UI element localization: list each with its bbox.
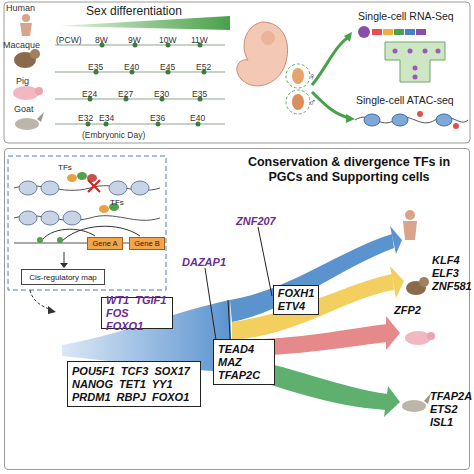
- label: E35: [192, 88, 207, 100]
- label: TFs: [110, 197, 124, 209]
- label: E35: [88, 61, 103, 73]
- node-text: WT1 TGIF1 FOS FOXO1: [106, 294, 168, 333]
- green-arrow: [312, 92, 350, 118]
- label: Macaque: [3, 39, 40, 51]
- label: 8W: [95, 34, 108, 46]
- tf-box: POU5F1 TCF3 SOX17 NANOG TET1 YY1 PRDM1 R…: [67, 361, 201, 407]
- label: E40: [190, 112, 205, 124]
- label: Goat: [14, 103, 34, 115]
- tf-box: TEAD4 MAZ TFAP2C: [213, 339, 275, 385]
- label: KLF4 ELF3 ZNF581: [432, 254, 474, 293]
- node-text: Cis-regulatory map: [29, 273, 97, 282]
- node-text: FOXH1 ETV4: [278, 287, 315, 313]
- label: E52: [196, 61, 211, 73]
- label: Sex differentiation: [86, 5, 182, 17]
- gonad-circle: [286, 64, 310, 88]
- gene-box: Gene A: [87, 237, 123, 250]
- label: Human: [6, 2, 35, 14]
- label: E30: [154, 88, 169, 100]
- arrow-head: [346, 114, 355, 123]
- tf-box: WT1 TGIF1 FOS FOXO1: [101, 297, 173, 329]
- label: 10W: [159, 34, 176, 46]
- timeline-dots: [86, 43, 207, 127]
- label: E36: [150, 112, 165, 124]
- node-text: TEAD4 MAZ TFAP2C: [218, 343, 270, 382]
- dashed-frame: [8, 156, 166, 290]
- label: E40: [124, 61, 139, 73]
- map-box: Cis-regulatory map: [21, 269, 105, 285]
- node-text: Gene A: [92, 239, 117, 248]
- tf-shapes: [67, 172, 97, 182]
- tf-box: FOXH1 ETV4: [273, 285, 319, 315]
- branch-line: [205, 268, 216, 340]
- arrow-head: [344, 32, 352, 42]
- testis: [292, 94, 304, 110]
- nucleosomes: [364, 114, 452, 126]
- label: E45: [160, 61, 175, 73]
- green-arrow: [312, 36, 350, 85]
- timeline: [55, 45, 225, 124]
- gene-box: Gene B: [129, 237, 165, 250]
- label: E32: [78, 112, 93, 124]
- label: Pig: [16, 75, 29, 87]
- label: DAZAP1: [182, 256, 226, 269]
- label: ♀: [308, 70, 316, 82]
- label: Single-cell RNA-Seq: [358, 10, 454, 22]
- branch-line: [258, 227, 272, 296]
- label: Single-cell ATAC-seq: [356, 94, 454, 106]
- ovary: [292, 68, 304, 84]
- label: 9W: [128, 34, 141, 46]
- label: E27: [118, 88, 133, 100]
- arrow-head: [60, 263, 68, 268]
- arrow-head: [386, 316, 400, 350]
- species-icons: [13, 14, 44, 130]
- tn5: [417, 111, 459, 129]
- gradient-wedge: [58, 16, 230, 30]
- arrow-head: [384, 386, 400, 417]
- node-text: Gene B: [134, 239, 159, 248]
- label: (PCW): [56, 34, 82, 46]
- nucleosomes: [19, 211, 81, 225]
- label: E34: [99, 112, 114, 124]
- node-text: Conservation & divergence TFs in PGCs an…: [233, 155, 465, 185]
- label: 11W: [191, 34, 208, 46]
- arrow-head: [390, 226, 402, 254]
- label: ZNF207: [236, 215, 276, 228]
- human-ribbon: [230, 234, 394, 322]
- label: (Embryonic Day): [82, 129, 145, 141]
- label: ♂: [308, 96, 316, 108]
- chip: [385, 42, 445, 82]
- cross-mark: [88, 180, 100, 192]
- gonad-circle: [286, 90, 310, 114]
- label: ZFP2: [394, 304, 421, 317]
- embryo: [237, 22, 288, 86]
- label: TFs: [58, 162, 72, 174]
- tf-shapes: [37, 237, 63, 243]
- label: E24: [82, 88, 97, 100]
- nucleosomes: [19, 181, 149, 195]
- panel-outline: [4, 2, 470, 143]
- chip-cells: [393, 49, 441, 80]
- arrow-head: [48, 306, 56, 314]
- label: TFAP2A ETS2 ISL1: [430, 390, 474, 429]
- barcode: [372, 29, 426, 35]
- embryo-eye: [261, 31, 275, 45]
- node-text: POU5F1 TCF3 SOX17 NANOG TET1 YY1 PRDM1 R…: [72, 365, 196, 404]
- bead: [358, 26, 370, 38]
- arrow-head: [390, 266, 404, 298]
- arrow: [64, 252, 65, 264]
